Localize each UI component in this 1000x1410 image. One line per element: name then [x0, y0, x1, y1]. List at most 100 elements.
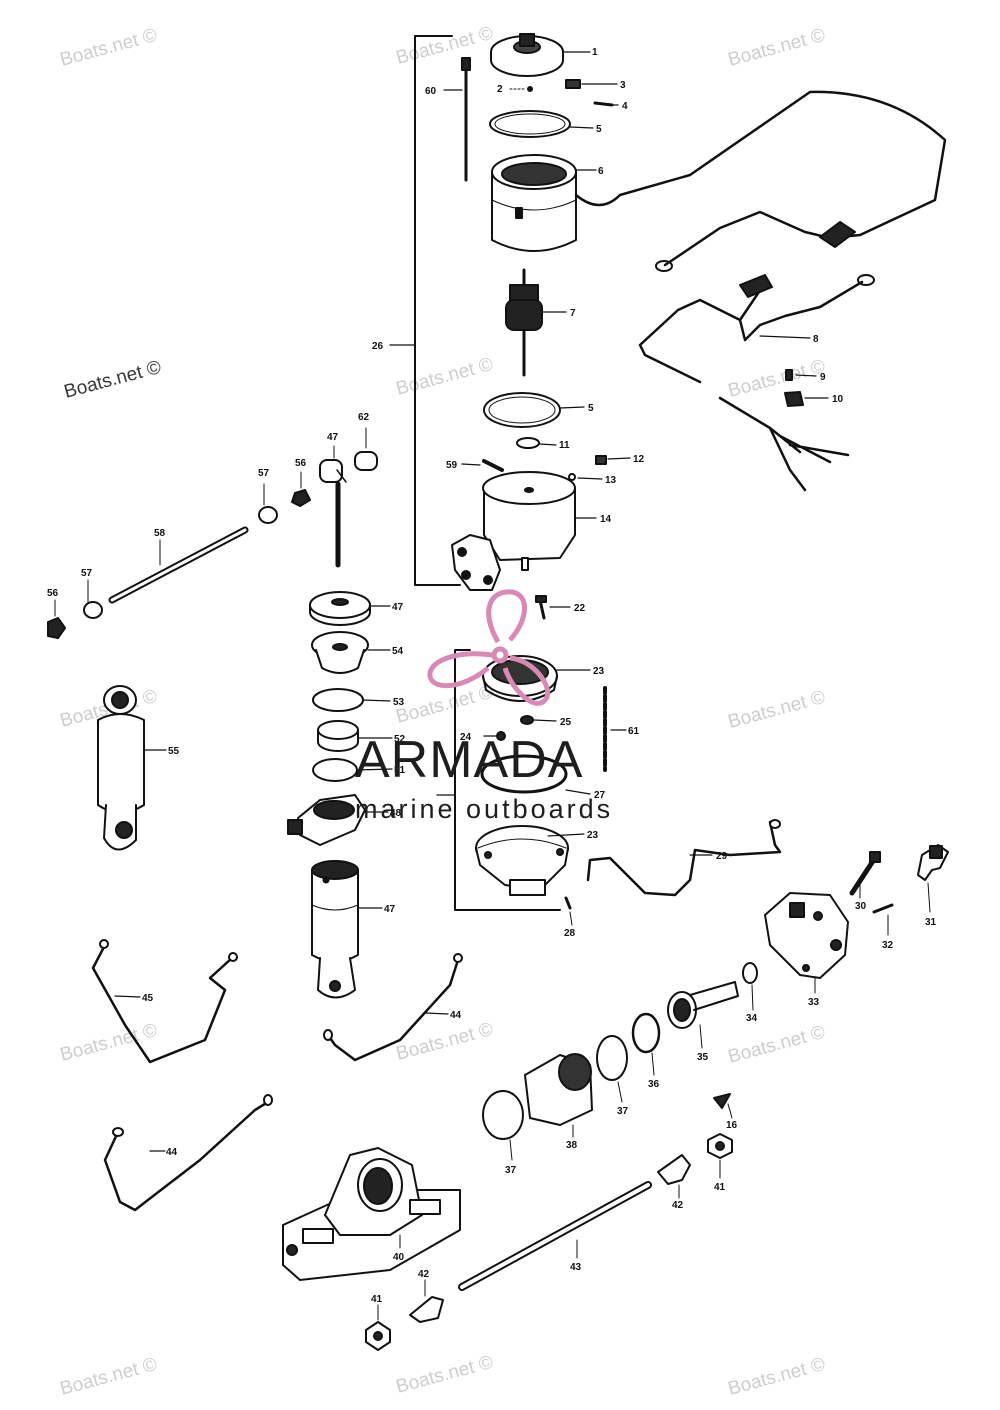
label-11: 11 — [559, 440, 570, 451]
part-4-screw — [593, 101, 614, 107]
part-52-seal — [317, 720, 359, 740]
label-48: 48 — [390, 808, 402, 819]
label-1: 1 — [592, 47, 598, 58]
part-53-oring — [312, 688, 364, 712]
part-61-screw-set — [603, 686, 627, 772]
part-1-end-cap — [490, 33, 591, 77]
watermark: Boats.net © — [58, 25, 160, 71]
part-57-washer — [258, 506, 278, 524]
part-9-screw — [785, 369, 793, 381]
part-45-tube — [91, 943, 234, 1064]
part-10-clamp — [784, 391, 804, 407]
part-44-tube-mid — [326, 958, 460, 1062]
label-22: 22 — [574, 603, 586, 614]
label-13: 13 — [605, 475, 617, 486]
label-52: 52 — [394, 734, 406, 745]
label-28: 28 — [564, 928, 576, 939]
part-28 — [564, 896, 572, 910]
label-9: 9 — [820, 372, 826, 383]
label-3: 3 — [620, 80, 626, 91]
part-35-piston — [667, 981, 739, 1049]
part-29-tube — [586, 820, 782, 897]
label-57b: 57 — [81, 568, 93, 579]
label-54: 54 — [392, 646, 404, 657]
part-42-fitting — [657, 1154, 691, 1185]
part-number-labels: 1 2 3 4 5 5 6 7 8 9 10 11 12 13 14 59 60… — [47, 47, 937, 1305]
part-37-oring — [596, 1035, 628, 1081]
label-16: 16 — [726, 1120, 738, 1131]
part-23-pump-body — [475, 825, 585, 896]
logo-tagline: marine outboards — [355, 794, 613, 824]
label-47a: 47 — [327, 432, 339, 443]
armada-logo: ARMADA marine outboards — [355, 589, 613, 824]
label-41a: 41 — [714, 1182, 726, 1193]
label-40: 40 — [393, 1252, 405, 1263]
watermark: Boats.net © — [394, 354, 496, 400]
part-47-trim-cylinder — [311, 860, 383, 999]
label-24: 24 — [460, 732, 472, 743]
bracket-pump — [454, 649, 561, 911]
label-62: 62 — [358, 412, 370, 423]
part-44-tube-low — [103, 1100, 270, 1212]
part-27-gasket — [480, 754, 568, 794]
part-58-rod — [108, 526, 249, 604]
label-8: 8 — [813, 334, 819, 345]
part-3-brush — [565, 79, 581, 89]
watermark: Boats.net © — [726, 25, 828, 71]
label-61: 61 — [628, 726, 640, 737]
label-32: 32 — [882, 940, 894, 951]
label-44b: 44 — [166, 1147, 178, 1158]
watermark: Boats.net © — [726, 1022, 828, 1068]
part-14-end-housing — [451, 471, 597, 591]
label-34: 34 — [746, 1013, 758, 1024]
label-10: 10 — [832, 394, 844, 405]
label-43: 43 — [570, 1262, 582, 1273]
label-47b: 47 — [392, 602, 404, 613]
part-6-motor-housing — [491, 154, 597, 252]
part-16 — [713, 1093, 731, 1109]
label-35: 35 — [697, 1052, 709, 1063]
watermark: Boats.net © — [726, 1354, 828, 1400]
label-4: 4 — [622, 101, 628, 112]
label-37a: 37 — [617, 1106, 629, 1117]
part-2 — [527, 86, 533, 92]
watermark: Boats.net © — [394, 1019, 496, 1065]
part-32-screw — [872, 903, 894, 914]
propeller-icon — [427, 589, 550, 706]
part-34-washer — [742, 962, 758, 984]
bracket-26 — [414, 35, 461, 586]
label-33: 33 — [808, 997, 820, 1008]
label-37b: 37 — [505, 1165, 517, 1176]
wire-harness-upper — [574, 90, 947, 267]
ring-terminal — [655, 260, 673, 272]
label-6: 6 — [598, 166, 604, 177]
label-44a: 44 — [450, 1010, 462, 1021]
watermark: Boats.net © — [726, 687, 828, 733]
part-33-valve-body — [764, 892, 849, 994]
watermark: Boats.net © — [58, 1020, 160, 1066]
label-59: 59 — [446, 460, 458, 471]
logo-wordmark: ARMADA — [355, 731, 583, 789]
label-51: 51 — [394, 765, 406, 776]
part-42-fitting-bottom — [409, 1296, 444, 1323]
part-12 — [595, 455, 607, 465]
part-11-washer — [516, 437, 540, 449]
label-36: 36 — [648, 1079, 660, 1090]
label-12: 12 — [633, 454, 645, 465]
label-23a: 23 — [593, 666, 605, 677]
label-38: 38 — [566, 1140, 578, 1151]
part-7-armature — [505, 268, 567, 377]
part-60-thru-bolt — [443, 57, 471, 182]
label-27: 27 — [594, 790, 606, 801]
label-56a: 56 — [295, 458, 307, 469]
label-42a: 42 — [672, 1200, 684, 1211]
part-57-washer-left — [83, 601, 103, 619]
label-25: 25 — [560, 717, 572, 728]
ring-terminal — [857, 274, 875, 286]
watermark: Boats.net © — [394, 1352, 496, 1398]
part-30-bolt — [849, 851, 881, 899]
watermark: Boats.net © — [394, 23, 496, 69]
label-7: 7 — [570, 308, 576, 319]
